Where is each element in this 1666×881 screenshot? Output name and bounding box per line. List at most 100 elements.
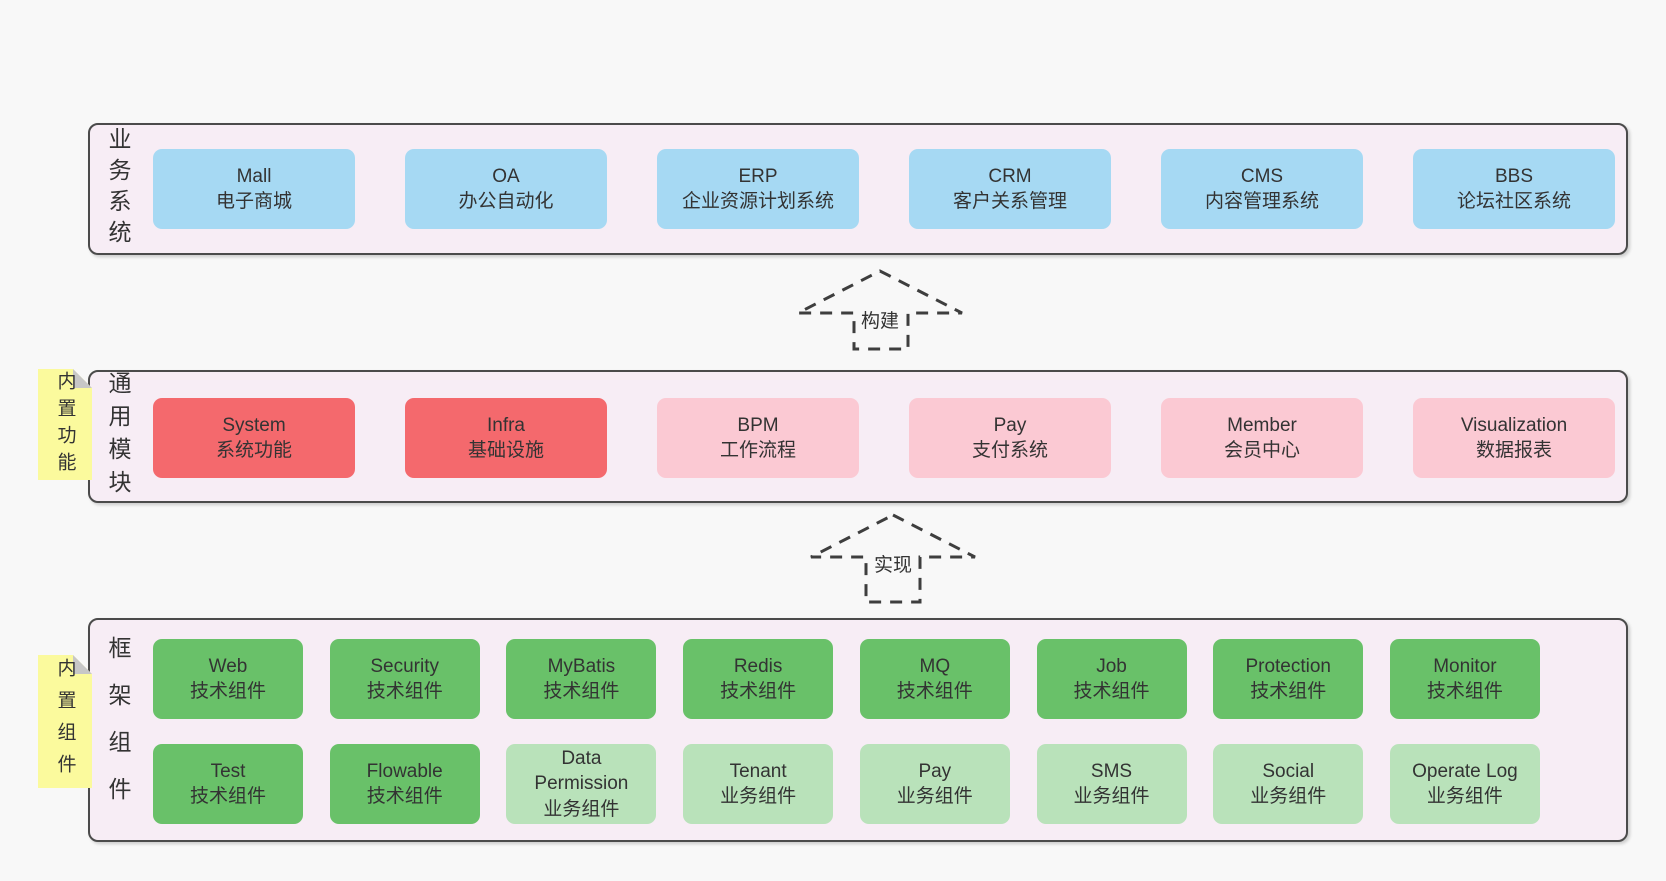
node-cms: CMS 内容管理系统 [1161, 149, 1363, 229]
node-erp: ERP 企业资源计划系统 [657, 149, 859, 229]
up-block-arrow-icon [810, 513, 976, 604]
node-subtitle: 业务组件 [896, 786, 973, 807]
node-subtitle: 技术组件 [1250, 681, 1327, 702]
node-subtitle: 技术组件 [366, 681, 443, 702]
node-redis: Redis 技术组件 [683, 639, 834, 719]
node-title: OA [492, 165, 520, 187]
node-subtitle: 技术组件 [1073, 681, 1150, 702]
node-title: BPM [737, 414, 779, 436]
band-common-label: 通用模块 [105, 370, 131, 503]
node-title: Test [210, 760, 246, 782]
node-title: CRM [988, 165, 1032, 187]
node-title: ERP [738, 165, 778, 187]
node-subtitle: 客户关系管理 [952, 191, 1067, 212]
node-title: Tenant [729, 760, 787, 782]
band-common-row: System 系统功能 Infra 基础设施 BPM 工作流程 Pay 支付系统… [153, 398, 1615, 478]
node-bpm: BPM 工作流程 [657, 398, 859, 478]
node-subtitle: 技术组件 [896, 681, 973, 702]
node-subtitle: 数据报表 [1475, 440, 1552, 461]
band-business-systems: 业务系统 Mall 电子商城 OA 办公自动化 ERP 企业资源计划系统 CRM… [88, 123, 1628, 255]
node-system: System 系统功能 [153, 398, 355, 478]
node-title: Member [1227, 414, 1297, 436]
node-web: Web 技术组件 [153, 639, 303, 719]
node-title: Monitor [1433, 655, 1497, 677]
node-title: Protection [1245, 655, 1331, 677]
node-title: Flowable [366, 760, 443, 782]
node-subtitle: 基础设施 [467, 440, 544, 461]
node-flowable: Flowable 技术组件 [329, 744, 480, 824]
sticky-text: 内置组件 [54, 657, 76, 786]
node-subtitle: 业务组件 [1426, 786, 1503, 807]
node-subtitle: 工作流程 [719, 440, 796, 461]
node-subtitle: 技术组件 [720, 681, 797, 702]
node-title: Operate Log [1412, 760, 1518, 782]
node-social: Social 业务组件 [1213, 744, 1364, 824]
node-subtitle: 系统功能 [215, 440, 292, 461]
band-framework-label: 框架组件 [105, 636, 131, 824]
sticky-text: 内置功能 [54, 370, 76, 479]
node-title: Redis [733, 655, 783, 677]
node-title: System [222, 414, 286, 436]
node-subtitle: 内容管理系统 [1204, 191, 1319, 212]
band-business-row: Mall 电子商城 OA 办公自动化 ERP 企业资源计划系统 CRM 客户关系… [153, 149, 1615, 229]
node-crm: CRM 客户关系管理 [909, 149, 1111, 229]
node-title: Data Permission [534, 748, 629, 795]
node-pay: Pay 支付系统 [909, 398, 1111, 478]
node-monitor: Monitor 技术组件 [1389, 639, 1540, 719]
node-subtitle: 办公自动化 [458, 191, 554, 212]
node-subtitle: 业务组件 [1250, 786, 1327, 807]
node-subtitle: 电子商城 [215, 191, 292, 212]
node-subtitle: 支付系统 [971, 440, 1048, 461]
band-framework-components: 框架组件 Web 技术组件 Security 技术组件 MyBatis 技术组件… [88, 618, 1628, 842]
node-subtitle: 企业资源计划系统 [681, 191, 834, 212]
node-subtitle: 技术组件 [189, 681, 266, 702]
node-title: BBS [1494, 165, 1534, 187]
up-block-arrow-icon [797, 269, 963, 351]
node-security: Security 技术组件 [329, 639, 480, 719]
node-title: Social [1262, 760, 1315, 782]
node-pay-business: Pay 业务组件 [859, 744, 1010, 824]
node-subtitle: 论坛社区系统 [1456, 191, 1571, 212]
node-sms: SMS 业务组件 [1036, 744, 1187, 824]
node-title: MQ [919, 655, 951, 677]
node-subtitle: 技术组件 [366, 786, 443, 807]
node-operate-log: Operate Log 业务组件 [1389, 744, 1540, 824]
sticky-built-in-features: 内置功能 [38, 369, 92, 480]
node-title: Security [370, 655, 440, 677]
node-title: Visualization [1460, 414, 1568, 436]
node-title: Mall [236, 165, 272, 187]
node-mall: Mall 电子商城 [153, 149, 355, 229]
band-common-modules: 通用模块 System 系统功能 Infra 基础设施 BPM 工作流程 Pay… [88, 370, 1628, 503]
node-title: Job [1096, 655, 1127, 677]
node-subtitle: 技术组件 [189, 786, 266, 807]
node-job: Job 技术组件 [1036, 639, 1187, 719]
node-mybatis: MyBatis 技术组件 [506, 639, 657, 719]
band-framework-row-2: Test 技术组件 Flowable 技术组件 Data Permission … [153, 744, 1540, 824]
node-oa: OA 办公自动化 [405, 149, 607, 229]
node-protection: Protection 技术组件 [1213, 639, 1364, 719]
node-subtitle: 会员中心 [1223, 440, 1300, 461]
node-subtitle: 业务组件 [1073, 786, 1150, 807]
node-title: SMS [1090, 760, 1133, 782]
sticky-built-in-components: 内置组件 [38, 655, 92, 788]
node-title: Web [208, 655, 248, 677]
node-data-permission: Data Permission 业务组件 [506, 744, 657, 824]
node-title: MyBatis [547, 655, 616, 677]
node-title: Infra [486, 414, 526, 436]
node-subtitle: 技术组件 [543, 681, 620, 702]
node-title: CMS [1240, 165, 1284, 187]
node-bbs: BBS 论坛社区系统 [1413, 149, 1615, 229]
arrow-build-label: 构建 [855, 305, 905, 334]
node-subtitle: 技术组件 [1426, 681, 1503, 702]
node-member: Member 会员中心 [1161, 398, 1363, 478]
node-title: Pay [918, 760, 952, 782]
arrow-build: 构建 [795, 268, 965, 352]
node-subtitle: 业务组件 [720, 786, 797, 807]
node-subtitle: 业务组件 [543, 798, 620, 820]
node-infra: Infra 基础设施 [405, 398, 607, 478]
node-test: Test 技术组件 [153, 744, 303, 824]
node-tenant: Tenant 业务组件 [683, 744, 834, 824]
arrow-implement-label: 实现 [868, 549, 918, 578]
node-mq: MQ 技术组件 [859, 639, 1010, 719]
